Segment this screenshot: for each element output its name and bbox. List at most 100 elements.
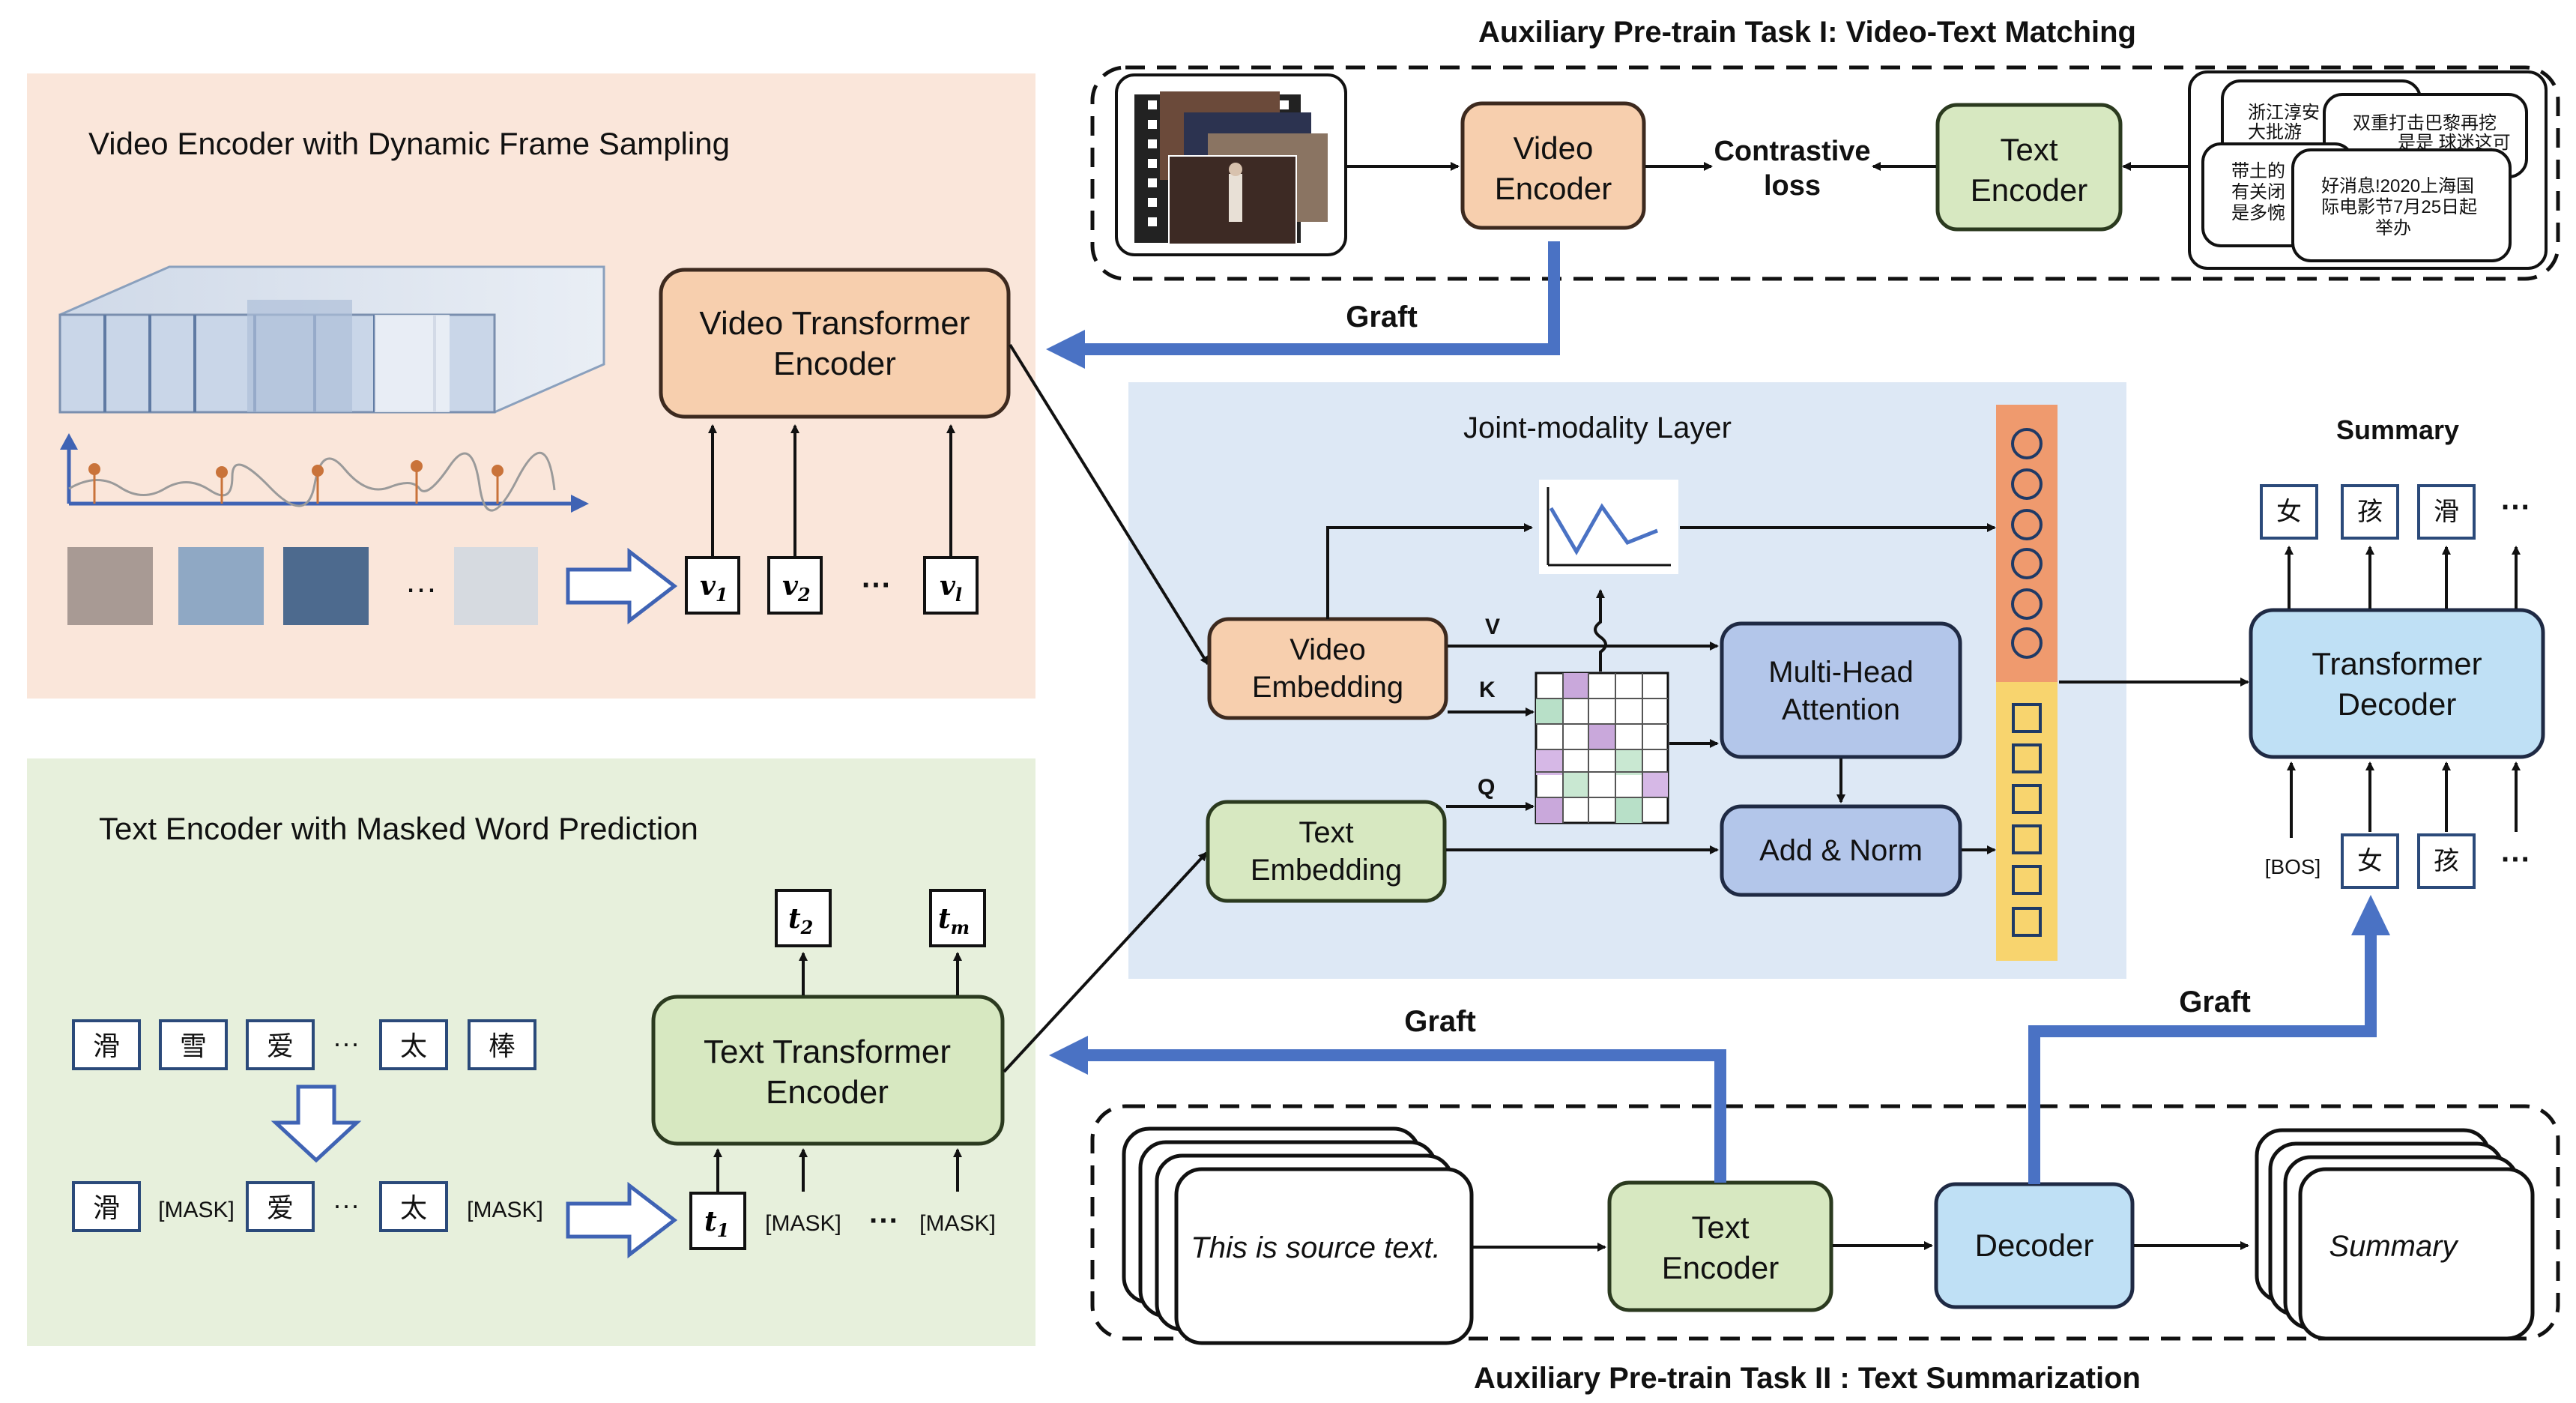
text-token-m-label: tm (938, 903, 970, 938)
video-section-title: Video Encoder with Dynamic Frame Samplin… (88, 126, 730, 161)
video-encoder-top (1460, 101, 1646, 230)
graft-label-bottom-right: Graft (2179, 986, 2251, 1019)
multi-head-attention (1720, 621, 1962, 759)
caption-4-line3: 举办 (2375, 218, 2411, 238)
char-1-1: 滑 (93, 1031, 120, 1061)
arrow-tte-to-temb (1003, 851, 1208, 1073)
caption-3-line1: 带土的 (2231, 161, 2285, 181)
decoder-input-1 (2341, 833, 2399, 889)
arrow-vemb-to-chart (1326, 523, 1533, 619)
caption-3-line3: 是多惋 (2231, 203, 2285, 223)
text-encoder-bottom-line1: Text (1691, 1210, 1749, 1245)
summary-token-3-label: 滑 (2434, 498, 2459, 526)
text-token-1-label: t1 (704, 1206, 729, 1241)
text-token-squares (2012, 703, 2042, 937)
char-row2-ellipsis: ··· (333, 1189, 360, 1220)
video-token-l-label: vl (940, 570, 962, 606)
text-token-2-label: t2 (788, 903, 813, 938)
video-token-column (1996, 405, 2058, 682)
summary-token-2-label: 孩 (2357, 498, 2383, 526)
graft-arrowhead-top (1046, 330, 1085, 369)
frame-thumbnail-1 (67, 547, 153, 625)
frame-thumbnail-4 (454, 547, 538, 625)
char-row-1 (72, 1019, 536, 1070)
text-token-2 (775, 889, 832, 947)
text-transformer-line2: Encoder (766, 1074, 889, 1111)
frame-thumbnail-3 (283, 547, 369, 625)
video-embedding-line1: Video (1289, 633, 1366, 666)
text-token-m (929, 889, 986, 947)
summary-token-1-label: 女 (2276, 498, 2302, 526)
frame-thumbnail-2 (178, 547, 264, 625)
arrow-matrix-to-chart (1594, 589, 1607, 672)
caption-stack (2188, 70, 2548, 270)
v-label: V (1485, 615, 1500, 639)
char-1-4: 太 (400, 1031, 427, 1061)
contrastive-loss-line2: loss (1764, 170, 1821, 202)
video-token-1 (685, 556, 740, 615)
text-encoder-bottom-line2: Encoder (1662, 1250, 1779, 1285)
char-1-5: 棒 (489, 1031, 515, 1061)
caption-1-line2: 大批游 (2248, 122, 2302, 142)
graft-arrow-top (1079, 241, 1560, 355)
video-encoder-top-line1: Video (1514, 130, 1594, 166)
mha-line2: Attention (1782, 693, 1900, 726)
joint-title: Joint-modality Layer (1463, 411, 1732, 444)
caption-2-line2: 是是 球迷这可 (2398, 133, 2511, 153)
decoder-input-2 (2417, 833, 2476, 889)
text-token-1 (689, 1192, 746, 1250)
summary-token-2 (2341, 484, 2399, 540)
video-thumbnail-stack (1115, 73, 1347, 256)
caption-1-line1: 浙江淳安 (2248, 103, 2320, 123)
char-2-1-box (72, 1181, 141, 1232)
text-embedding-line2: Embedding (1251, 854, 1402, 887)
graft-label-bottom-left: Graft (1404, 1005, 1476, 1038)
decoder-input-1-label: 女 (2357, 847, 2383, 875)
caption-2-line1: 双重打击巴黎再挖 (2353, 113, 2497, 133)
task1-title: Auxiliary Pre-train Task I: Video-Text M… (1478, 16, 2136, 49)
graft-label-top: Graft (1346, 301, 1418, 334)
graft-arrow-bottom-right (2028, 931, 2377, 1184)
k-label: K (1479, 678, 1496, 702)
video-transformer-encoder (659, 268, 1011, 419)
video-token-ellipsis: ··· (862, 569, 892, 602)
summary-doc-text: Summary (2329, 1230, 2459, 1263)
caption-3-line2: 有关闭 (2231, 182, 2285, 202)
char-row1-ellipsis: ··· (333, 1028, 360, 1058)
video-token-circles (2011, 428, 2043, 659)
summary-token-3 (2417, 484, 2476, 540)
video-encoder-top-line2: Encoder (1495, 171, 1612, 206)
hollow-arrow-video (566, 547, 678, 625)
add-norm-label: Add & Norm (1759, 834, 1923, 867)
video-transformer-line2: Encoder (773, 346, 896, 382)
add-and-norm (1720, 804, 1962, 897)
sampling-plot (60, 433, 589, 513)
transformer-decoder-line2: Decoder (2338, 687, 2457, 722)
task2-dashed-box (1090, 1104, 2560, 1341)
mask-1: [MASK] (158, 1198, 235, 1222)
task2-title: Auxiliary Pre-train Task II : Text Summa… (1474, 1362, 2141, 1395)
text-transformer-encoder (651, 995, 1005, 1146)
attention-matrix (1535, 672, 1669, 824)
decoder-bottom-label: Decoder (1975, 1228, 2094, 1263)
summary-token-1 (2260, 484, 2318, 540)
graft-arrowhead-bottom-right (2351, 895, 2390, 935)
text-encoder-top (1935, 103, 2123, 232)
char-2-3-box (379, 1181, 448, 1232)
text-token-ellipsis: ··· (869, 1204, 899, 1237)
caption-4-line1: 好消息!2020上海国 (2321, 176, 2474, 196)
text-embedding (1206, 800, 1447, 903)
hollow-arrow-text (566, 1181, 678, 1259)
video-embedding-line2: Embedding (1252, 671, 1403, 704)
char-2-2-box (246, 1181, 315, 1232)
source-text: This is source text. (1191, 1231, 1440, 1264)
transformer-decoder (2249, 608, 2545, 759)
summary-token-ellipsis: ··· (2501, 491, 2531, 524)
mask-3: [MASK] (765, 1211, 841, 1236)
decoder-input-ellipsis: ··· (2501, 843, 2531, 876)
mha-line1: Multi-Head (1768, 656, 1913, 689)
text-token-column (1996, 682, 2058, 961)
char-2-1: 滑 (93, 1192, 120, 1223)
transformer-decoder-line1: Transformer (2312, 646, 2482, 681)
